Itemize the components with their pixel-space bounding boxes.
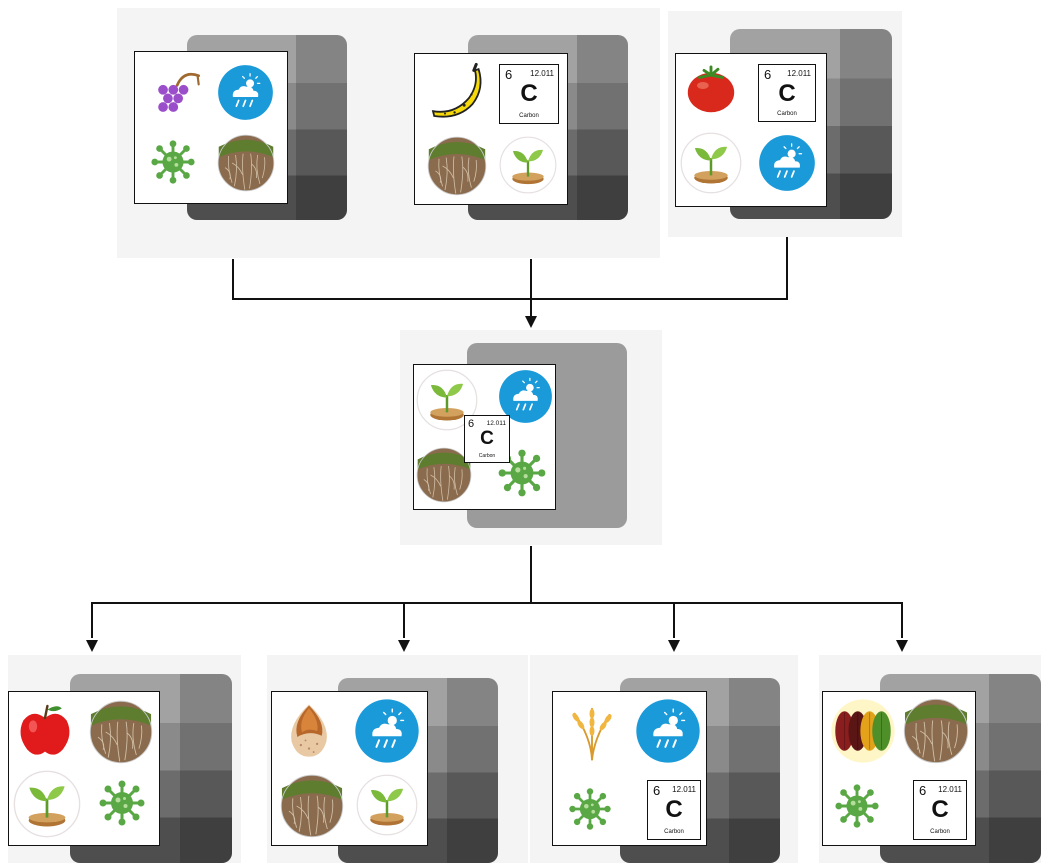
connector-drop-1 <box>91 602 93 638</box>
rain-cloud-icon <box>217 64 274 121</box>
wheat-icon <box>561 698 623 764</box>
carbon-name: Carbon <box>519 113 539 119</box>
carbon-atomic-mass: 12.011 <box>787 69 811 78</box>
sprout-icon <box>499 136 557 194</box>
carbon-name: Carbon <box>664 829 684 835</box>
carbon-atomic-number: 6 <box>468 418 475 430</box>
output-card-4: 6 12.011 C Carbon <box>822 691 976 846</box>
connector-right-vertical <box>786 237 788 300</box>
arrow-to-output-2 <box>398 640 410 652</box>
connector-split-vertical <box>530 546 532 604</box>
center-card: 6 12.011 C Carbon <box>413 364 556 510</box>
output-card-2 <box>271 691 428 846</box>
rain-cloud-icon <box>758 134 816 192</box>
carbon-atomic-number: 6 <box>919 783 927 798</box>
connector-drop-3 <box>673 602 675 638</box>
sprout-icon <box>356 774 418 836</box>
carbon-atomic-number: 6 <box>764 67 772 82</box>
virus-icon <box>567 786 613 832</box>
rain-cloud-icon <box>354 698 420 764</box>
carbon-atomic-number: 6 <box>653 783 661 798</box>
banana-icon <box>427 62 487 122</box>
carbon-atomic-mass: 12.011 <box>938 785 962 794</box>
carbon-name: Carbon <box>930 829 950 835</box>
carbon-atomic-mass: 12.011 <box>672 785 696 794</box>
carbon-name: Carbon <box>478 453 496 459</box>
arrow-to-center <box>525 316 537 328</box>
source-card-2: 6 12.011 C Carbon <box>414 53 568 205</box>
carbon-symbol: C <box>931 796 949 824</box>
connector-left-vertical <box>232 259 234 300</box>
output-card-3: 6 12.011 C Carbon <box>552 691 707 846</box>
virus-icon <box>833 782 881 830</box>
apple-icon <box>15 700 75 760</box>
carbon-element-icon: 6 12.011 C Carbon <box>499 64 559 124</box>
rain-cloud-icon <box>635 698 701 764</box>
carbon-atomic-number: 6 <box>505 67 513 82</box>
arrow-to-output-4 <box>896 640 908 652</box>
virus-icon <box>97 778 147 828</box>
connector-drop-2 <box>403 602 405 638</box>
source-card-3: 6 12.011 C Carbon <box>675 53 827 207</box>
almond-icon <box>280 698 338 762</box>
arrow-to-output-1 <box>86 640 98 652</box>
arrow-to-output-3 <box>668 640 680 652</box>
source-card-1 <box>134 51 288 204</box>
grapes-icon <box>149 66 203 120</box>
tomato-icon <box>682 60 740 118</box>
carbon-element-icon: 6 12.011 C Carbon <box>464 415 510 463</box>
virus-icon <box>149 138 197 186</box>
carbon-element-icon: 6 12.011 C Carbon <box>758 64 816 122</box>
carbon-symbol: C <box>480 427 494 449</box>
carbon-atomic-mass: 12.011 <box>530 69 554 78</box>
sprout-icon <box>680 132 742 194</box>
carbon-element-icon: 6 12.011 C Carbon <box>647 780 701 840</box>
carbon-element-icon: 6 12.011 C Carbon <box>913 780 967 840</box>
soil-roots-icon <box>427 136 487 196</box>
connector-bottom-horizontal <box>91 602 903 604</box>
soil-roots-icon <box>280 774 344 838</box>
carbon-symbol: C <box>520 80 538 108</box>
carbon-name: Carbon <box>777 111 797 117</box>
carbon-symbol: C <box>778 79 796 107</box>
carbon-symbol: C <box>665 796 683 824</box>
connector-top-horizontal <box>232 298 788 300</box>
connector-drop-4 <box>901 602 903 638</box>
soil-roots-icon <box>217 134 275 192</box>
cacao-pods-icon <box>829 698 897 764</box>
output-card-1 <box>8 691 160 846</box>
sprout-icon <box>13 770 81 838</box>
connector-center-vertical <box>530 259 532 317</box>
carbon-atomic-mass: 12.011 <box>486 420 506 427</box>
soil-roots-icon <box>903 698 969 764</box>
soil-roots-icon <box>89 700 153 764</box>
